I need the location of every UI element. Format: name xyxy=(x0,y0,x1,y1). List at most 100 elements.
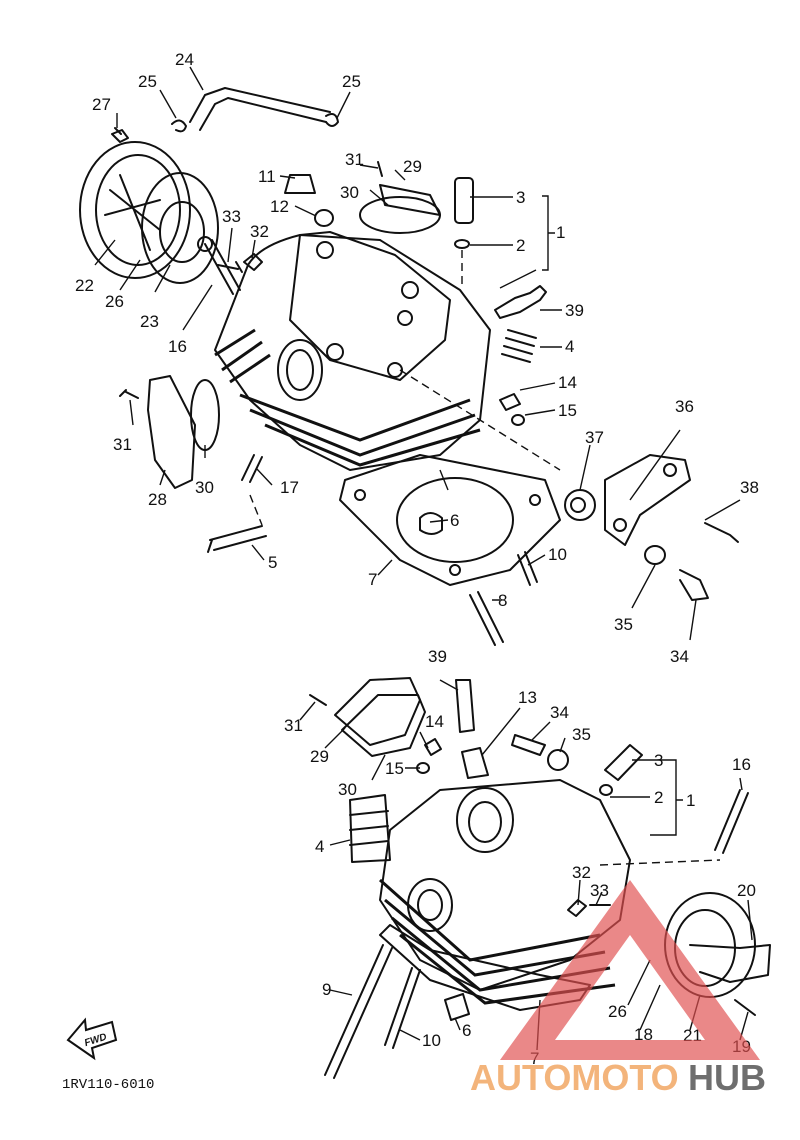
gasket-hole xyxy=(529,494,541,506)
screw-14 xyxy=(499,393,521,411)
callout-30: 30 xyxy=(338,780,357,799)
callout-39: 39 xyxy=(565,301,584,320)
bolt-33-lower xyxy=(567,899,587,917)
gasket-hole xyxy=(354,489,366,501)
callout-14: 14 xyxy=(425,712,444,731)
bolt-19 xyxy=(734,999,756,1016)
head-cover-gasket xyxy=(341,694,426,757)
exhaust-port xyxy=(277,339,323,401)
nut-11 xyxy=(284,174,316,194)
head-top xyxy=(289,231,451,381)
callout-2: 2 xyxy=(654,788,663,807)
callout-29: 29 xyxy=(403,157,422,176)
washer-12 xyxy=(314,209,334,227)
tappet-cover-gasket xyxy=(190,379,220,451)
callout-5: 5 xyxy=(268,553,277,572)
callout-labels: 1 2 3 4 5 6 7 8 10 11 12 14 15 16 17 22 … xyxy=(75,50,759,1068)
callout-4: 4 xyxy=(315,837,324,856)
callout-6: 6 xyxy=(450,511,459,530)
callout-37: 37 xyxy=(585,428,604,447)
bolt-31-lower xyxy=(309,694,327,706)
cylinder-head-body xyxy=(214,234,491,471)
bolt-33 xyxy=(217,261,243,273)
bolt-27 xyxy=(111,127,129,143)
dowel-6 xyxy=(419,512,443,535)
callout-10: 10 xyxy=(422,1031,441,1050)
washer-15 xyxy=(511,414,525,426)
plug-32 xyxy=(243,253,263,271)
callout-18: 18 xyxy=(634,1025,653,1044)
port-lower xyxy=(456,787,514,853)
callout-35: 35 xyxy=(614,615,633,634)
stud-8 xyxy=(469,591,504,646)
head-fins xyxy=(239,393,481,467)
callout-12: 12 xyxy=(270,197,289,216)
bolt-34-lower xyxy=(511,734,546,756)
stud-17 xyxy=(241,454,263,483)
callout-15: 15 xyxy=(385,759,404,778)
callout-33: 33 xyxy=(222,207,241,226)
callout-32: 32 xyxy=(572,863,591,882)
callout-30: 30 xyxy=(195,478,214,497)
bolt-34 xyxy=(679,569,709,601)
tappet-cover xyxy=(147,375,196,489)
callout-22: 22 xyxy=(75,276,94,295)
callout-4: 4 xyxy=(565,337,574,356)
bolt-head xyxy=(197,236,213,252)
cap-29 xyxy=(379,184,441,216)
callout-20: 20 xyxy=(737,881,756,900)
callout-34: 34 xyxy=(670,647,689,666)
stud-hole xyxy=(316,241,334,259)
callout-29: 29 xyxy=(310,747,329,766)
engine-bracket xyxy=(604,454,691,546)
gasket-30 xyxy=(359,196,441,234)
callout-31: 31 xyxy=(345,150,364,169)
oil-pipe-end xyxy=(207,539,213,553)
plug-13 xyxy=(461,747,489,779)
collar xyxy=(564,489,596,521)
head-gasket xyxy=(339,454,561,586)
side-cover xyxy=(79,141,191,279)
hose-clamp xyxy=(171,119,187,133)
leader-lines xyxy=(94,66,753,1051)
callout-34: 34 xyxy=(550,703,569,722)
callout-23: 23 xyxy=(140,312,159,331)
side-cover-rim xyxy=(95,154,181,266)
spring-lower xyxy=(349,794,391,863)
callout-39: 39 xyxy=(428,647,447,666)
callout-15: 15 xyxy=(558,401,577,420)
stud-hole xyxy=(401,281,419,299)
washer-35-lower xyxy=(547,749,569,771)
callout-9: 9 xyxy=(322,980,331,999)
valve-guide-lower xyxy=(604,744,643,781)
stud-hole xyxy=(397,310,413,326)
upper-assembly xyxy=(79,87,739,646)
callout-27: 27 xyxy=(92,95,111,114)
spring xyxy=(501,329,537,363)
stud-9 xyxy=(324,944,393,1079)
bolt-38 xyxy=(704,522,739,543)
gasket-bore xyxy=(396,477,514,563)
breather-hose xyxy=(189,87,331,131)
callout-6: 6 xyxy=(462,1021,471,1040)
bolt-31 xyxy=(119,389,139,399)
callout-32: 32 xyxy=(250,222,269,241)
watermark-word-1: AUTOMOTO xyxy=(470,1057,679,1098)
exhaust-port-inner xyxy=(286,349,314,391)
callout-16: 16 xyxy=(168,337,187,356)
bracket-20 xyxy=(689,944,771,983)
forward-arrow: FWD xyxy=(66,1017,118,1061)
diagram-code: 1RV110-6010 xyxy=(62,1077,154,1093)
oil-pipe xyxy=(209,525,267,551)
callout-13: 13 xyxy=(518,688,537,707)
callout-30: 30 xyxy=(340,183,359,202)
callout-2: 2 xyxy=(516,236,525,255)
hose-clamp xyxy=(325,113,339,127)
bolt-31-top xyxy=(377,161,383,177)
callout-35: 35 xyxy=(572,725,591,744)
valve-guide xyxy=(454,177,474,224)
guide-clip-lower xyxy=(599,784,613,796)
callout-24: 24 xyxy=(175,50,194,69)
callout-3: 3 xyxy=(654,751,663,770)
callout-1: 1 xyxy=(686,791,695,810)
